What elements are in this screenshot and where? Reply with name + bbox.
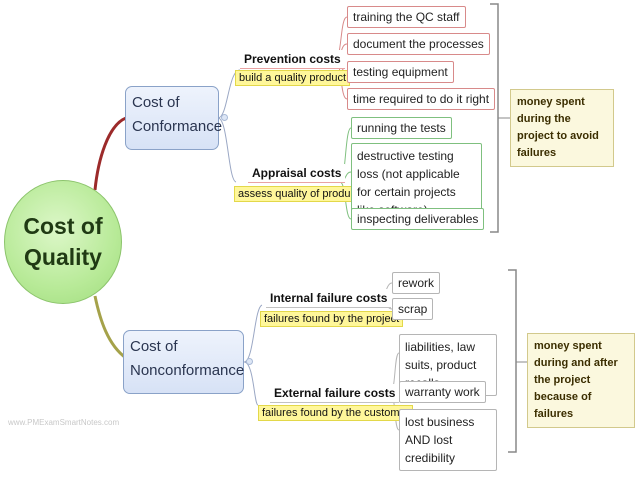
leaf-document-processes[interactable]: document the processes <box>347 33 490 55</box>
prevention-costs-title[interactable]: Prevention costs <box>240 50 345 69</box>
leaf-running-tests[interactable]: running the tests <box>351 117 452 139</box>
branch-cost-of-nonconformance[interactable]: Cost of Nonconformance <box>123 330 244 394</box>
branch-nonconformance-label: Cost of Nonconformance <box>130 338 245 379</box>
appraisal-note: assess quality of product <box>234 186 364 202</box>
leaf-testing-equipment[interactable]: testing equipment <box>347 61 454 83</box>
leaf-scrap[interactable]: scrap <box>392 298 434 320</box>
prevention-note: build a quality product <box>235 70 351 86</box>
leaf-time-required[interactable]: time required to do it right <box>347 88 496 110</box>
nonconformance-summary-callout: money spent during and after the project… <box>527 333 635 428</box>
leaf-lost-business-credibility[interactable]: lost business AND lost credibility <box>399 409 497 471</box>
expand-toggle-icon[interactable] <box>221 114 228 121</box>
internal-failure-costs-title[interactable]: Internal failure costs <box>266 289 392 308</box>
branch-conformance-label: Cost of Conformance <box>132 94 223 135</box>
expand-toggle-icon[interactable] <box>246 358 253 365</box>
internal-failure-note: failures found by the project <box>260 311 404 327</box>
leaf-training-qc-staff[interactable]: training the QC staff <box>347 6 466 28</box>
root-label: Cost of Quality <box>23 213 103 270</box>
branch-cost-of-conformance[interactable]: Cost of Conformance <box>125 86 223 150</box>
external-failure-costs-title[interactable]: External failure costs <box>270 384 400 403</box>
external-failure-note: failures found by the customer <box>258 405 414 421</box>
watermark-text: www.PMExamSmartNotes.com <box>8 418 120 427</box>
conformance-summary-callout: money spent during the project to avoid … <box>510 89 614 167</box>
root-node-cost-of-quality[interactable]: Cost of Quality <box>4 180 122 304</box>
leaf-warranty-work[interactable]: warranty work <box>399 381 486 403</box>
leaf-rework[interactable]: rework <box>392 272 441 294</box>
leaf-inspecting-deliverables[interactable]: inspecting deliverables <box>351 208 485 230</box>
appraisal-costs-title[interactable]: Appraisal costs <box>248 164 346 183</box>
